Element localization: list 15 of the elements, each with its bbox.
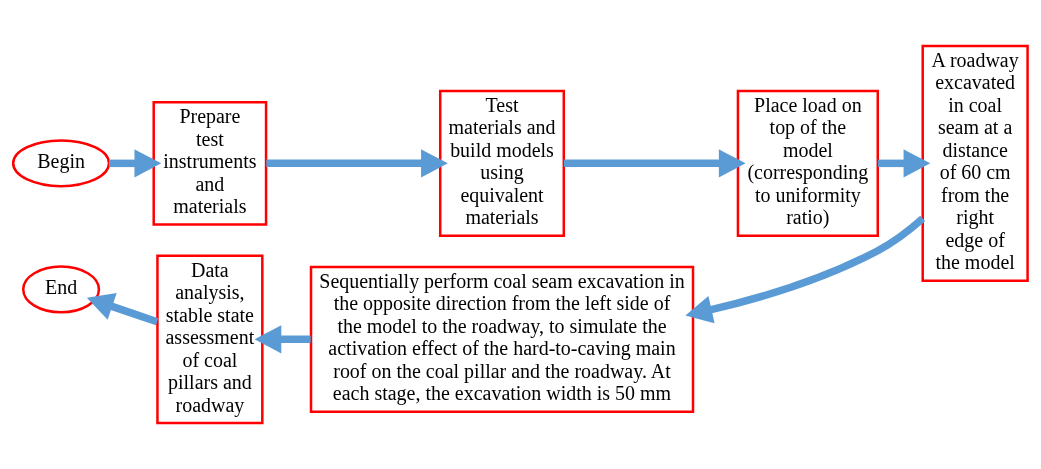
arrow [266, 149, 448, 178]
arrow [254, 325, 311, 354]
arrow [878, 149, 931, 178]
node-box: Place load on top of the model (corresponding to uniformity ratio) [736, 89, 879, 237]
node-box: Sequentially perform coal seam excavation in the opposite direction from the left side of the model to the roadway, to simulate the activation effect of the hard-to-caving main roof on the coal pillar and the roadway. At each stage, the excavation width is 50 mm [309, 265, 695, 413]
arrow [109, 149, 162, 178]
arrow [563, 149, 746, 178]
node-box: Prepare test instruments and materials [152, 100, 268, 226]
node-box: Test materials and build models using equivalent materials [438, 89, 566, 237]
arrow [86, 293, 159, 326]
node-box: A roadway excavated in coal seam at a distance of 60 cm from the right edge of the model [921, 44, 1029, 282]
arrow [685, 215, 926, 324]
node-ellipse: Begin [11, 139, 111, 188]
node-ellipse: End [22, 265, 101, 314]
node-box: Data analysis, stable state assessment of coal pillars and roadway [156, 254, 264, 425]
